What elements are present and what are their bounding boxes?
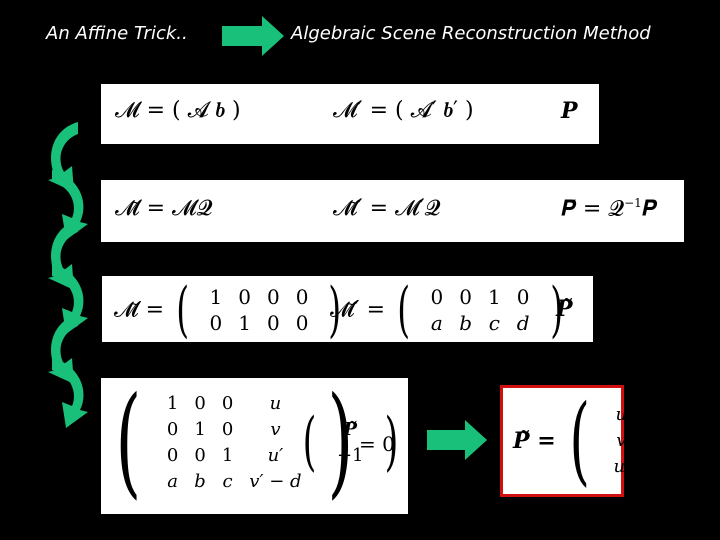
matrix-cell: b [194,470,206,492]
p-tilde-lhs: 𝑷̃ = [513,428,556,454]
equation-m-prime: 𝓜′ = ( 𝓐′ 𝒃′ ) [333,98,474,123]
left-paren: ( [115,372,142,511]
inverse-exponent: −1 [624,196,642,210]
equals-zero: = 0 [359,432,395,456]
matrix-cell: a [430,311,443,335]
equation-p: 𝑷 [561,98,578,124]
equation-row-2: 𝓜̃ = 𝓜𝓠 𝓜̃′ = 𝓜′𝓠 𝑷̃ = 𝓠−1𝑷 [101,180,684,242]
matrix-cell: 1 [488,285,501,309]
matrix-cell: 1 [221,444,234,466]
p-vector: 𝑷̃ −1 [329,416,372,468]
right-paren: ) [327,372,353,511]
curved-arrow-icon [52,264,88,334]
vector-cell: u [615,403,628,425]
right-paren: ) [384,405,398,479]
right-arrow-icon [222,16,284,56]
right-title: Algebraic Scene Reconstruction Method [291,23,651,44]
equation-m-prime-tilde: 𝓜̃′ = 𝓜′𝓠 [333,196,441,221]
matrix-cell: 0 [194,392,206,414]
left-paren: ( [569,384,591,496]
matrix-cell: 1 [166,392,179,414]
curved-arrow-icon [52,170,88,240]
vector-cell: v [616,429,627,451]
matrix-cell: 0 [266,311,280,335]
matrix-cell: 0 [238,285,251,309]
equation-row-1: 𝓜 = ( 𝓐 𝒃 ) 𝓜′ = ( 𝓐′ 𝒃′ ) 𝑷 [101,84,599,144]
vector-cell: u′ [613,455,630,477]
matrix-cell: 0 [295,285,309,309]
left-paren: ( [176,275,190,345]
m-prime-tilde-lhs: 𝓜̃′ = [330,297,386,323]
right-arrow-icon [427,420,487,460]
m-tilde-lhs: 𝓜̃ = [114,297,165,323]
matrix-cell: 1 [209,285,223,309]
matrix-cell: 0 [459,285,472,309]
matrix-cell: 1 [194,418,206,440]
p-tilde-lhs: 𝑷̃ = 𝓠 [561,196,625,222]
matrix-cell: b [459,311,473,335]
p-symbol: 𝑷 [641,196,657,222]
solution-box: 𝑷̃ = ( u v u′ ) [500,385,673,497]
matrix-cell: d [516,311,530,335]
left-paren: ( [397,275,411,345]
vector-cell: 𝑷̃ [343,418,358,440]
matrix-cell: u′ [267,444,284,466]
matrix-cell: 0 [166,444,179,466]
right-paren: ) [652,384,674,496]
left-paren: ( [302,405,317,479]
matrix-cell: 0 [266,285,280,309]
matrix-cell: 0 [221,418,234,440]
matrix-cell: 0 [194,444,206,466]
matrix-cell: 0 [166,418,179,440]
right-paren: ) [328,275,342,345]
matrix-cell: 0 [209,311,223,335]
matrix-cell: 0 [221,392,234,414]
unknown-vector: ( 𝑷̃ −1 ) [297,410,403,474]
solution-vector: ( u v u′ ) [561,392,682,488]
result-vector: u v u′ [605,401,637,479]
equation-p-tilde: 𝑷̃ = 𝓠−1𝑷 [561,196,657,221]
vector-cell: −1 [336,444,364,466]
matrix-cell: c [222,470,233,492]
left-title: An Affine Trick.. [46,23,188,44]
matrix-cell: v′ − d [249,470,302,492]
curved-arrow-icon [52,358,88,428]
matrix-cell: 0 [430,285,444,309]
p-tilde-symbol: 𝑷̃ [556,296,573,322]
matrix-cell: 1 [238,311,251,335]
matrix-cell: 0 [516,285,530,309]
equation-m: 𝓜 = ( 𝓐 𝒃 ) [115,98,241,123]
matrix-cell: c [488,311,500,335]
right-paren: ) [549,275,563,345]
matrix-cell: 0 [295,311,309,335]
matrix-cell: v [270,418,281,440]
matrix-cell: a [167,470,178,492]
matrix-cell: u [269,392,282,414]
equation-m-tilde: 𝓜̃ = 𝓜𝓠 [115,196,213,221]
